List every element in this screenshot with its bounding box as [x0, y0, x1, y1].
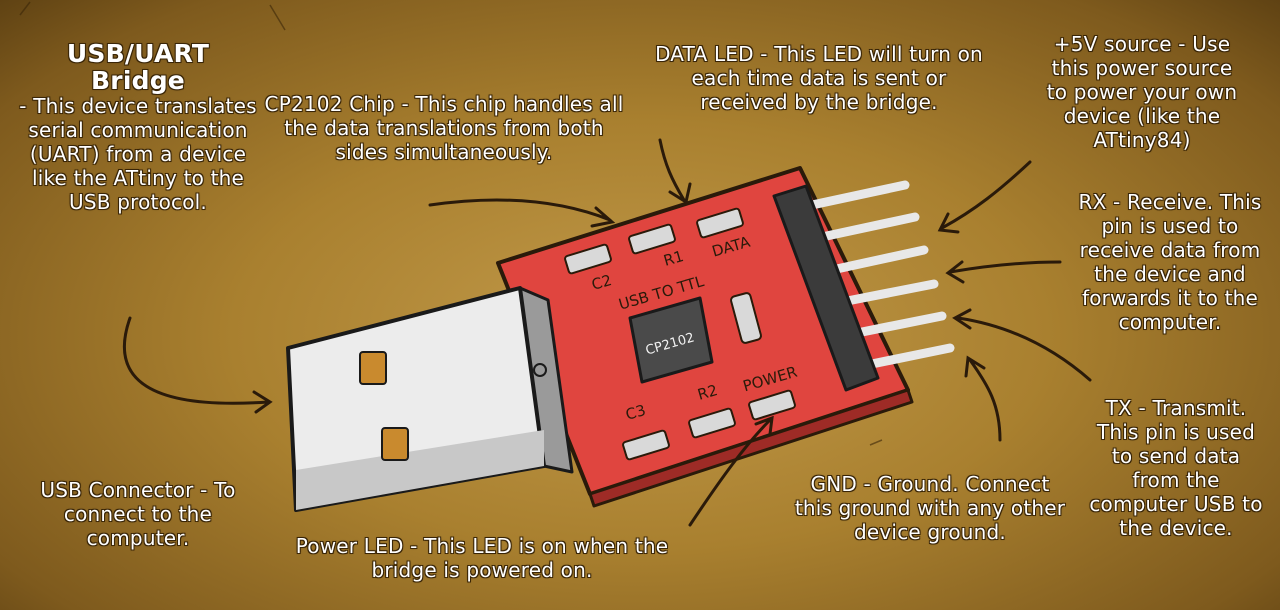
- data-led: [696, 207, 744, 239]
- data-led-callout: DATA LED - This LED will turn on each ti…: [655, 42, 983, 114]
- header-pin: [827, 245, 929, 275]
- capacitor-c2: [564, 243, 612, 275]
- title-note: USB/UART Bridge - This device translates…: [18, 40, 258, 214]
- arrow-power-source: [937, 160, 1032, 234]
- power-source-callout: +5V source - Use this power source to po…: [1046, 32, 1238, 152]
- header-pin: [807, 180, 910, 210]
- silkscreen-c2: C2: [590, 271, 614, 294]
- arrow-usb: [122, 316, 273, 414]
- cp2102-chip: CP2102: [628, 296, 714, 384]
- header-pin: [857, 343, 955, 371]
- page-title: USB/UART Bridge: [66, 39, 210, 95]
- header-pin: [847, 311, 947, 339]
- silkscreen-c3: C3: [624, 401, 648, 424]
- arrow-gnd: [964, 355, 1002, 442]
- cp2102-callout: CP2102 Chip - This chip handles all the …: [264, 92, 624, 164]
- resistor-r1: [628, 223, 676, 255]
- usb-contact-hole: [359, 351, 387, 385]
- silkscreen-r2: R2: [696, 381, 720, 404]
- arrow-rx: [945, 260, 1062, 284]
- silkscreen-r1: R1: [662, 247, 686, 270]
- header-pin: [817, 212, 920, 242]
- pin-header-housing: [772, 184, 880, 392]
- gnd-callout: GND - Ground. Connect this ground with a…: [794, 472, 1066, 544]
- arrow-data-led: [658, 138, 692, 205]
- capacitor-c3: [622, 429, 670, 461]
- title-description: - This device translates serial communic…: [19, 94, 257, 214]
- usb-contact-hole: [381, 427, 409, 461]
- tx-callout: TX - Transmit. This pin is used to send …: [1089, 396, 1263, 540]
- usb-connector-callout: USB Connector - To connect to the comput…: [40, 478, 236, 550]
- resistor-r2: [688, 407, 736, 439]
- jumper-component: [730, 292, 762, 344]
- smd-components: [564, 207, 796, 461]
- header-pin: [837, 279, 939, 307]
- usb-dimple: [533, 363, 547, 377]
- arrow-cp2102: [428, 198, 616, 228]
- callout-arrows: [122, 138, 1092, 527]
- arrow-tx: [952, 308, 1092, 382]
- arrow-power-led: [688, 415, 774, 527]
- power-led: [748, 389, 796, 421]
- rx-callout: RX - Receive. This pin is used to receiv…: [1078, 190, 1262, 334]
- header-pins: [807, 180, 955, 371]
- usb-shell-shade: [296, 430, 544, 510]
- power-led-callout: Power LED - This LED is on when the brid…: [295, 534, 669, 582]
- usb-connector: [286, 286, 574, 512]
- pcb-board-edge: [588, 388, 914, 508]
